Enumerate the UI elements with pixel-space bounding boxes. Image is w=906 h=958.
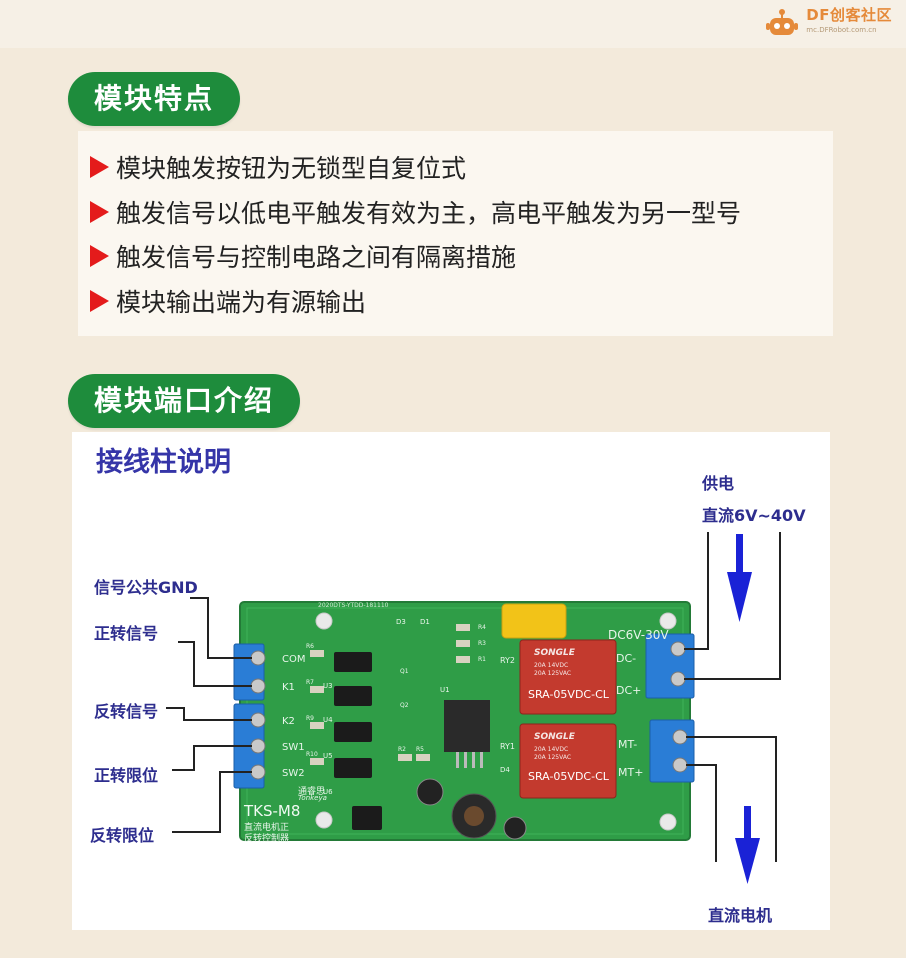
red-triangle-icon: [90, 201, 109, 223]
pin-sw1: SW1: [282, 742, 305, 753]
pcb-illustration: [166, 532, 781, 884]
relay-rating-1a: 20A 14VDC: [534, 662, 569, 669]
pin-dc-minus: DC-: [616, 652, 637, 665]
dfrobot-logo: DF创客社区 mc.DFRobot.com.cn: [764, 8, 892, 40]
blue-arrow-icon: [727, 534, 752, 622]
robot-logo-icon: [766, 9, 799, 35]
ref-ry1: RY1: [500, 742, 516, 751]
feature-text: 模块触发按钮为无锁型自复位式: [116, 154, 467, 183]
ref-u5: U5: [323, 752, 333, 760]
maker-en: Tonkeya: [298, 794, 327, 802]
ref-r2: R2: [398, 746, 406, 753]
feature-item: 触发信号以低电平触发有效为主，高电平触发为另一型号: [90, 194, 741, 230]
relay-model-2: SRA-05VDC-CL: [528, 770, 609, 783]
pin-com: COM: [282, 654, 306, 665]
brand-url: mc.DFRobot.com.cn: [806, 26, 877, 34]
ref-r7: R7: [306, 679, 314, 686]
red-triangle-icon: [90, 245, 109, 267]
label-dc-motor: 直流电机: [708, 906, 773, 925]
label-signal-gnd: 信号公共GND: [94, 578, 198, 597]
optocoupler-chips: [334, 652, 382, 830]
right-leader-lines: [684, 532, 781, 862]
ref-q1: Q1: [400, 668, 409, 675]
feature-text: 模块输出端为有源输出: [116, 288, 367, 317]
section-title-ports: 模块端口介绍: [68, 374, 301, 428]
relay-rating-2b: 20A 125VAC: [534, 754, 572, 761]
mounting-hole: [659, 813, 677, 831]
regulator-ic: [444, 700, 490, 752]
pin-mt-minus: MT-: [618, 738, 638, 751]
wiring-diagram: 接线柱说明: [72, 432, 830, 930]
feature-item: 模块输出端为有源输出: [90, 283, 366, 319]
ref-r5: R5: [416, 746, 424, 753]
top-band: [0, 0, 906, 48]
ref-r4: R4: [478, 624, 486, 631]
label-power-range: 直流6V~40V: [702, 506, 806, 525]
board-model: TKS-M8: [244, 802, 301, 820]
film-capacitor: [501, 603, 567, 639]
relay-2: [519, 723, 617, 799]
pcb-code: 2020DTS-YTDD-181110: [318, 602, 389, 609]
ref-d3: D3: [396, 618, 406, 626]
mounting-hole: [659, 612, 677, 630]
red-triangle-icon: [90, 290, 109, 312]
features-panel: 模块触发按钮为无锁型自复位式 触发信号以低电平触发有效为主，高电平触发为另一型号…: [78, 131, 833, 336]
feature-text: 触发信号与控制电路之间有隔离措施: [116, 243, 517, 272]
board-subtitle-1: 直流电机正: [244, 823, 290, 833]
right-terminal-block: [645, 633, 695, 783]
relay-brand-1: SONGLE: [534, 648, 575, 658]
mounting-hole: [315, 612, 333, 630]
blue-arrow-icon: [735, 806, 760, 884]
ref-d4: D4: [500, 766, 510, 774]
ref-q2: Q2: [400, 702, 409, 709]
diagram-title: 接线柱说明: [96, 447, 231, 478]
relay-rating-1b: 20A 125VAC: [534, 670, 572, 677]
pin-k1: K1: [282, 682, 295, 693]
label-reverse-limit: 反转限位: [90, 826, 155, 845]
relay-brand-2: SONGLE: [534, 732, 575, 742]
board-subtitle-2: 反转控制器: [244, 834, 290, 844]
pin-dc-plus: DC+: [616, 684, 642, 697]
ref-r9: R9: [306, 715, 314, 722]
ref-d1: D1: [420, 618, 430, 626]
relay-1: [519, 639, 617, 715]
label-power: 供电: [702, 474, 735, 493]
relay-model-1: SRA-05VDC-CL: [528, 688, 609, 701]
capacitor: [416, 778, 444, 806]
ref-u4: U4: [323, 716, 333, 724]
ref-u6: U6: [323, 788, 333, 796]
capacitor: [503, 816, 527, 840]
feature-text: 触发信号以低电平触发有效为主，高电平触发为另一型号: [116, 199, 742, 228]
power-header-text: DC6V-30V: [608, 628, 669, 642]
ref-r3: R3: [478, 640, 486, 647]
pin-mt-plus: MT+: [618, 766, 644, 779]
maker-name: 通睿思: [298, 787, 326, 797]
ref-u3: U3: [323, 682, 333, 690]
ref-r6: R6: [306, 643, 314, 650]
label-forward-signal: 正转信号: [94, 624, 159, 643]
ref-ry2: RY2: [500, 656, 516, 665]
relay-rating-2a: 20A 14VDC: [534, 746, 569, 753]
mounting-hole: [315, 811, 333, 829]
ref-r1: R1: [478, 656, 486, 663]
left-terminal-block: [233, 643, 266, 789]
pin-k2: K2: [282, 716, 295, 727]
label-reverse-signal: 反转信号: [94, 702, 159, 721]
red-triangle-icon: [90, 156, 109, 178]
ref-u1: U1: [440, 686, 450, 694]
feature-item: 触发信号与控制电路之间有隔离措施: [90, 238, 516, 274]
ref-r10: R10: [306, 751, 318, 758]
label-forward-limit: 正转限位: [94, 766, 159, 785]
section-title-features: 模块特点: [68, 72, 241, 126]
left-leader-lines: [166, 597, 252, 833]
pin-sw2: SW2: [282, 768, 305, 779]
brand-name: DF创客社区: [806, 6, 892, 24]
feature-item: 模块触发按钮为无锁型自复位式: [90, 149, 466, 185]
